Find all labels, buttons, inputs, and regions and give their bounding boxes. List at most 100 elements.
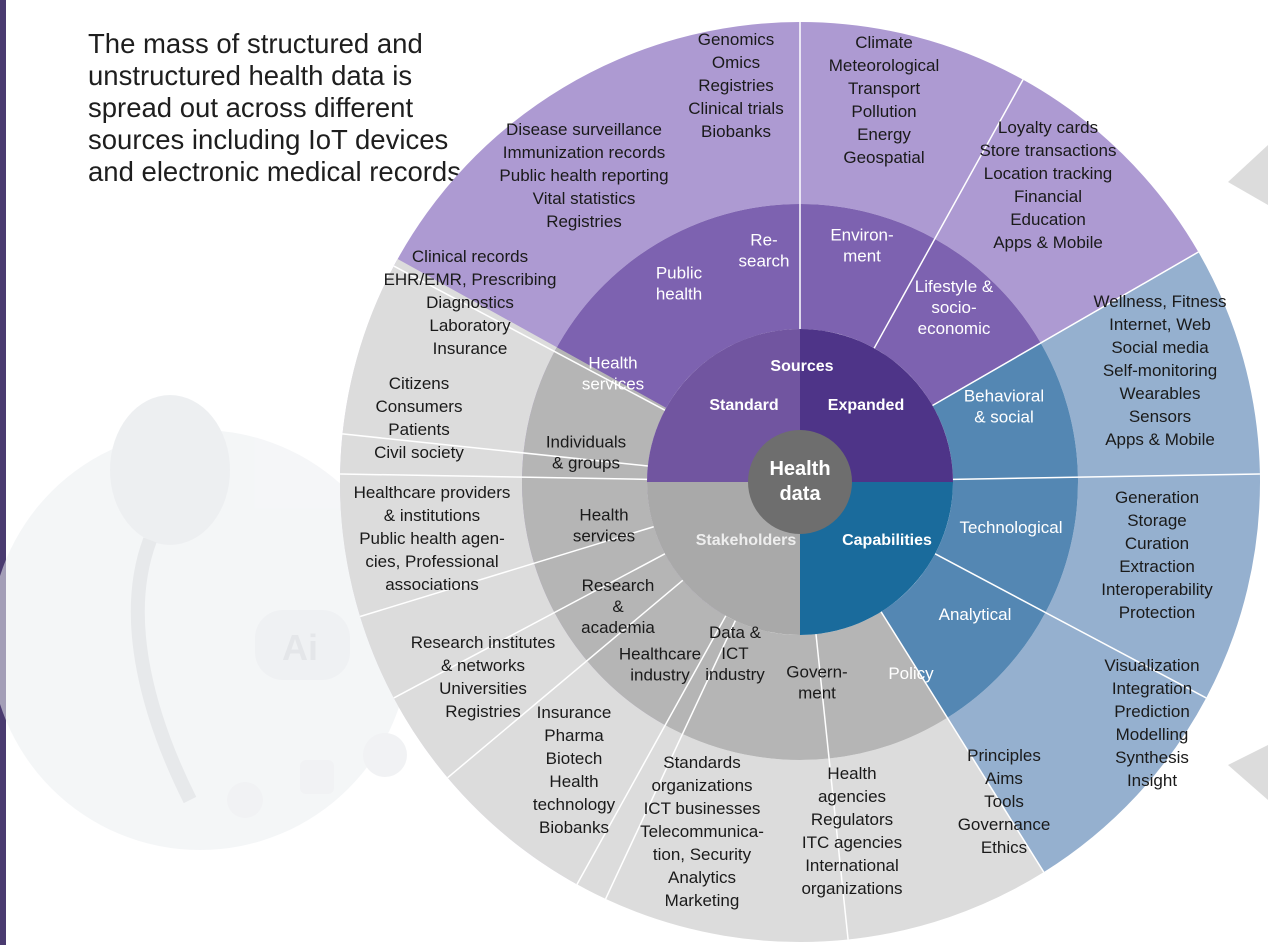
segment-divider bbox=[934, 553, 1207, 699]
middle-label-policy-line: Policy bbox=[888, 664, 934, 683]
outer-label-data-ict-line: organizations bbox=[651, 776, 752, 795]
middle-sector-health-services-stk bbox=[522, 452, 654, 564]
outer-label-government-line: International bbox=[805, 856, 899, 875]
outer-label-lifestyle-line: Store transactions bbox=[979, 141, 1116, 160]
core-quadrant-expanded-sources bbox=[800, 329, 953, 482]
outer-label-data-ict-line: Marketing bbox=[665, 891, 740, 910]
outer-label-policy-line: Governance bbox=[958, 815, 1051, 834]
outer-label-individuals-line: Civil society bbox=[374, 443, 464, 462]
segment-divider bbox=[932, 251, 1199, 407]
outer-label-public-health-line: Vital statistics bbox=[533, 189, 636, 208]
segment-divider bbox=[340, 473, 648, 481]
left-edge-bar bbox=[0, 0, 6, 945]
middle-label-technological-line: Technological bbox=[959, 518, 1062, 537]
outer-label-public-health-line: Disease surveillance bbox=[506, 120, 662, 139]
outer-label-research-line: Biobanks bbox=[701, 122, 771, 141]
outer-label-behavioral-line: Wearables bbox=[1120, 384, 1201, 403]
outer-label-lifestyle-line: Education bbox=[1010, 210, 1086, 229]
outer-label-healthcare-industry-line: Biotech bbox=[546, 749, 603, 768]
outer-label-research-academia-line: Research institutes bbox=[411, 633, 556, 652]
intro-text: The mass of structured and unstructured … bbox=[88, 28, 461, 187]
outer-sector-analytical bbox=[1045, 473, 1260, 698]
middle-label-government-line: ment bbox=[798, 684, 836, 703]
middle-label-research-line: Re- bbox=[750, 231, 777, 250]
outer-sector-environment bbox=[393, 22, 800, 352]
outer-label-environment-line: Pollution bbox=[851, 102, 916, 121]
outer-label-environment-line: Geospatial bbox=[843, 148, 924, 167]
middle-label-research-academia: Research&academia bbox=[581, 576, 655, 637]
segment-divider bbox=[393, 553, 666, 699]
core-label-stakeholders: Stakeholders bbox=[696, 532, 797, 549]
outer-label-health-services-stk-line: Healthcare providers bbox=[354, 483, 511, 502]
middle-label-individuals-line: & groups bbox=[552, 454, 620, 473]
middle-label-healthcare-industry-line: industry bbox=[630, 666, 690, 685]
outer-sector-data-ict bbox=[605, 733, 849, 942]
outer-label-health-services-src-line: Diagnostics bbox=[426, 293, 514, 312]
outer-sector-behavioral bbox=[934, 79, 1199, 344]
outer-label-government-line: organizations bbox=[801, 879, 902, 898]
segment-divider bbox=[576, 615, 727, 885]
segment-divider bbox=[393, 265, 666, 411]
segment-divider bbox=[880, 611, 1045, 873]
segment-divider bbox=[604, 620, 737, 900]
outer-label-lifestyle-line: Loyalty cards bbox=[998, 118, 1098, 137]
outer-label-government-line: Regulators bbox=[811, 810, 893, 829]
outer-label-policy-line: Principles bbox=[967, 746, 1041, 765]
middle-label-lifestyle-line: socio- bbox=[931, 298, 976, 317]
outer-label-technological-line: Storage bbox=[1127, 511, 1187, 530]
outer-sector-health-services-stk bbox=[340, 433, 535, 617]
middle-sector-analytical bbox=[935, 477, 1078, 613]
middle-label-research-academia-line: academia bbox=[581, 618, 655, 637]
outer-label-lifestyle-line: Apps & Mobile bbox=[993, 233, 1103, 252]
outer-label-research-line: Genomics bbox=[698, 30, 775, 49]
middle-label-government-line: Govern- bbox=[786, 663, 847, 682]
middle-sector-technological bbox=[932, 343, 1078, 480]
outer-label-technological-line: Extraction bbox=[1119, 557, 1195, 576]
middle-label-analytical-line: Analytical bbox=[939, 605, 1012, 624]
segment-divider bbox=[359, 526, 654, 618]
outer-sector-individuals bbox=[342, 258, 557, 453]
outer-label-healthcare-industry-line: Pharma bbox=[544, 726, 604, 745]
middle-sector-environment bbox=[554, 204, 800, 411]
outer-label-health-services-stk-line: Public health agen- bbox=[359, 529, 505, 548]
outer-label-behavioral-line: Internet, Web bbox=[1109, 315, 1211, 334]
outer-label-public-health-line: Immunization records bbox=[503, 143, 666, 162]
outer-label-health-services-stk-line: associations bbox=[385, 575, 479, 594]
center-label-line: data bbox=[779, 483, 821, 505]
middle-label-research-line: search bbox=[738, 252, 789, 271]
outer-label-data-ict-line: Standards bbox=[663, 753, 741, 772]
middle-label-behavioral-line: Behavioral bbox=[964, 387, 1044, 406]
outer-label-individuals-line: Citizens bbox=[389, 374, 449, 393]
outer-label-environment-line: Energy bbox=[857, 125, 911, 144]
outer-label-behavioral-line: Wellness, Fitness bbox=[1094, 292, 1227, 311]
middle-label-analytical: Analytical bbox=[939, 605, 1012, 624]
core-label-standard-sources: Standard bbox=[709, 397, 778, 414]
segment-divider bbox=[952, 473, 1260, 481]
outer-sector-technological bbox=[1040, 252, 1260, 478]
middle-label-lifestyle-line: Lifestyle & bbox=[915, 277, 994, 296]
outer-label-policy-line: Ethics bbox=[981, 838, 1027, 857]
outer-sector-lifestyle bbox=[800, 22, 1024, 239]
middle-label-public-health-line: Public bbox=[656, 264, 703, 283]
outer-label-analytical-line: Prediction bbox=[1114, 702, 1190, 721]
outer-label-environment-line: Climate bbox=[855, 33, 913, 52]
core-quadrant-standard-sources bbox=[647, 329, 800, 482]
outer-label-research-line: Registries bbox=[698, 76, 774, 95]
middle-sector-behavioral bbox=[874, 238, 1041, 406]
core-label-capabilities: Capabilities bbox=[842, 532, 932, 549]
outer-label-environment-line: Transport bbox=[848, 79, 920, 98]
